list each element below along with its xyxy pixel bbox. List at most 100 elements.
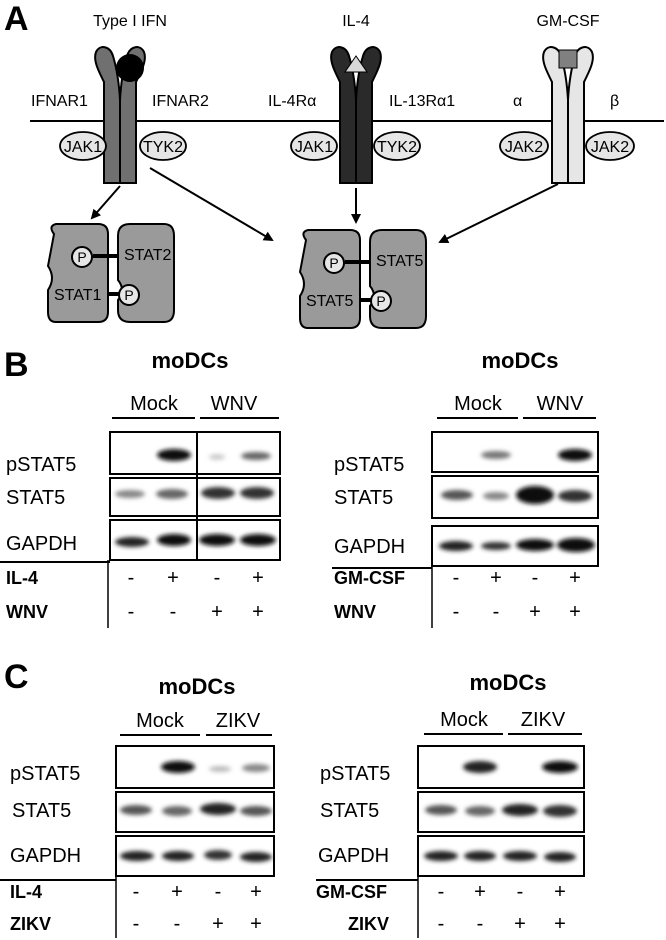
chain-label-alpha: α [513,93,522,110]
sign: + [529,601,541,623]
sign: + [212,913,224,935]
chain-label-il4ra: IL-4Rα [268,93,316,110]
stat-label: STAT5 [306,293,354,310]
il4-ligand-triangle [344,55,368,73]
jak-label: JAK1 [64,139,102,156]
sign: + [252,601,264,623]
stat-label: STAT5 [376,253,424,270]
jak-oval [59,131,107,161]
jak-label: JAK1 [295,139,333,156]
blot-title: moDCs [151,348,228,373]
group-label-mock: Mock [440,709,489,731]
sign: + [569,567,581,589]
group-label-virus: WNV [211,393,258,415]
panel-a-letter: A [4,0,29,38]
stat5-dimer [298,229,427,329]
sign: - [214,567,221,589]
chain-label-il13ra1: IL-13Rα1 [389,93,455,110]
sign: + [554,881,566,903]
group-label-virus: ZIKV [216,710,261,732]
sign: - [174,913,181,935]
row-label: STAT5 [334,487,393,509]
treatment-label: GM-CSF [334,568,405,588]
sign: - [493,601,500,623]
ligand-label-il4: IL-4 [342,13,370,30]
ifn-receptor [94,46,146,184]
group-label-mock: Mock [454,393,503,415]
sign: + [569,601,581,623]
gmcsf-receptor [542,46,594,184]
treatment-label: IL-4 [6,568,38,588]
phospho-label: P [329,255,338,271]
sign: - [438,881,445,903]
sign: + [490,567,502,589]
sign: + [514,913,526,935]
sign: + [250,881,262,903]
sign: + [252,567,264,589]
sign: - [170,601,177,623]
jak-label: TYK2 [377,139,417,156]
chain-label-beta: β [610,93,619,110]
jak-oval [373,131,421,161]
jak-label: TYK2 [143,139,183,156]
group-label-mock: Mock [130,393,179,415]
row-label: pSTAT5 [10,763,80,785]
blot-title: moDCs [481,348,558,373]
row-label: GAPDH [334,536,405,558]
blot-c-il4: moDCs Mock ZIKV pSTAT5 STAT5 GAPDH IL-4 … [0,674,275,938]
blot-bands [115,449,276,547]
stat-label: STAT1 [54,287,102,304]
row-label: STAT5 [12,800,71,822]
sign: + [554,913,566,935]
arrow-ifn-to-stat1-stat2 [90,185,121,220]
sign: - [453,567,460,589]
sign: + [171,881,183,903]
sign: - [532,567,539,589]
sign: - [453,601,460,623]
treatment-label: IL-4 [10,882,42,902]
phospho-circle [323,252,345,274]
phospho-circle [71,246,93,268]
sign: - [477,913,484,935]
stat-label: STAT2 [124,247,172,264]
treatment-label: ZIKV [10,914,51,934]
sign: + [250,913,262,935]
blot-title: moDCs [469,670,546,695]
phospho-label: P [77,249,86,265]
phospho-circle [118,284,140,306]
sign: + [211,601,223,623]
row-label: pSTAT5 [6,454,76,476]
il4-receptor [330,46,382,184]
treatment-label: WNV [6,602,48,622]
sign: - [133,913,140,935]
jak-label: JAK2 [591,139,629,156]
blot-bands [439,449,595,552]
row-label: pSTAT5 [320,763,390,785]
treatment-label: GM-CSF [316,882,387,902]
blot-bands [424,761,578,862]
sign: - [438,913,445,935]
phospho-circle [370,290,392,312]
row-label: GAPDH [318,845,389,867]
ligand-label-ifn: Type I IFN [93,13,167,30]
chain-label-ifnar2: IFNAR2 [152,93,209,110]
gmcsf-ligand-square [558,49,578,69]
ifn-ligand-circle [116,54,144,82]
row-label: pSTAT5 [334,454,404,476]
panel-c-letter: C [4,658,29,696]
blot-c-gmcsf: moDCs Mock ZIKV pSTAT5 STAT5 GAPDH GM-CS… [316,670,585,938]
sign: + [167,567,179,589]
sign: - [128,567,135,589]
jak-oval [499,131,549,161]
blot-bands [120,761,272,862]
row-label: STAT5 [6,487,65,509]
sign: + [474,881,486,903]
jak-oval [290,131,338,161]
sign: - [215,881,222,903]
treatment-label: WNV [334,602,376,622]
jak-oval [139,131,187,161]
blot-title: moDCs [158,674,235,699]
arrow-gmcsf-to-stat5 [438,183,559,243]
stat1-stat2-dimer [46,223,175,323]
